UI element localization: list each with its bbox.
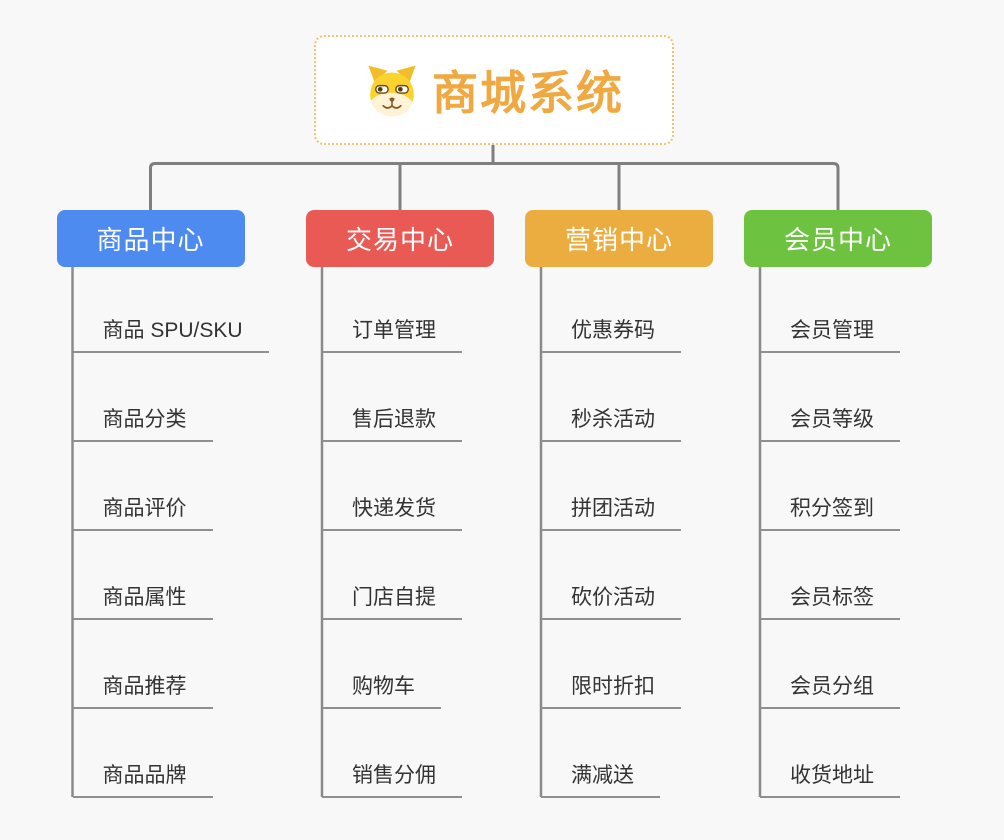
leaf-node[interactable]: 拼团活动 (541, 496, 681, 531)
doge-icon (364, 62, 420, 118)
branch-header[interactable]: 商品中心 (56, 210, 245, 267)
leaf-node[interactable]: 商品品牌 (72, 763, 213, 798)
leaf-node[interactable]: 商品分类 (72, 407, 213, 442)
leaf-node[interactable]: 订单管理 (322, 318, 462, 353)
leaf-node[interactable]: 会员等级 (760, 407, 900, 442)
leaf-node[interactable]: 砍价活动 (541, 585, 681, 620)
leaf-node[interactable]: 优惠券码 (541, 318, 681, 353)
leaf-node[interactable]: 商品推荐 (72, 674, 213, 709)
leaf-node[interactable]: 秒杀活动 (541, 407, 681, 442)
leaf-node[interactable]: 售后退款 (322, 407, 462, 442)
leaf-node[interactable]: 商品属性 (72, 585, 213, 620)
leaf-node[interactable]: 收货地址 (760, 763, 900, 798)
leaf-node[interactable]: 商品评价 (72, 496, 213, 531)
leaf-node[interactable]: 购物车 (322, 674, 441, 709)
root-node[interactable]: 商城系统 (314, 35, 674, 145)
connector-line (149, 162, 840, 210)
leaf-node[interactable]: 限时折扣 (541, 674, 681, 709)
leaf-node[interactable]: 门店自提 (322, 585, 462, 620)
branch-header[interactable]: 交易中心 (306, 210, 494, 267)
leaf-node[interactable]: 会员管理 (760, 318, 900, 353)
branch-header[interactable]: 会员中心 (744, 210, 932, 267)
leaf-node[interactable]: 快递发货 (322, 496, 462, 531)
leaf-node[interactable]: 满减送 (541, 763, 660, 798)
leaf-node[interactable]: 销售分佣 (322, 763, 462, 798)
leaf-node[interactable]: 商品 SPU/SKU (72, 318, 269, 353)
root-title: 商城系统 (432, 67, 624, 119)
branch-header[interactable]: 营销中心 (525, 210, 713, 267)
leaf-node[interactable]: 会员分组 (760, 674, 900, 709)
leaf-node[interactable]: 会员标签 (760, 585, 900, 620)
leaf-node[interactable]: 积分签到 (760, 496, 900, 531)
